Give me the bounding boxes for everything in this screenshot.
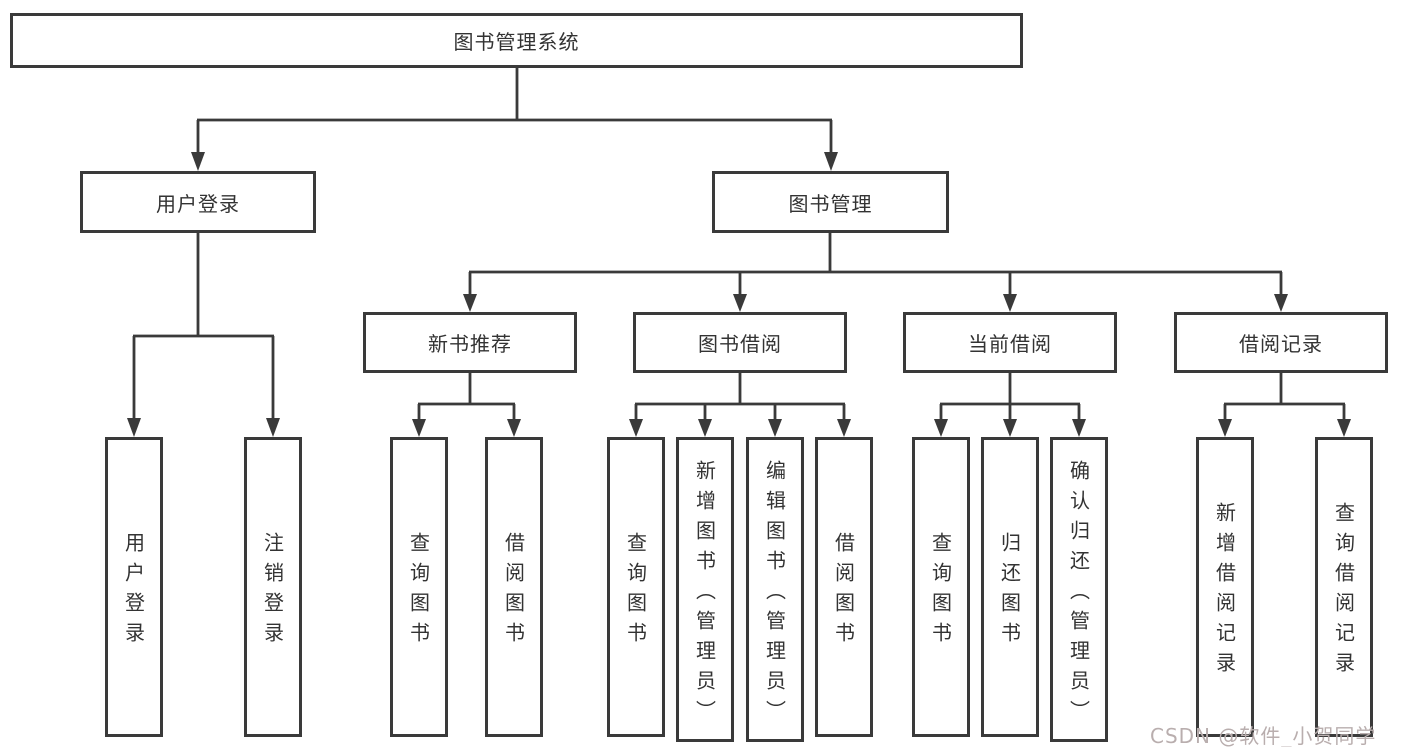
node-label: 借阅图书	[831, 532, 856, 652]
leaf-query-books-current: 查询图书	[912, 437, 970, 737]
node-label: 查询图书	[406, 532, 431, 652]
leaf-add-book-admin: 新增图书（管理员）	[676, 437, 734, 742]
watermark-text: CSDN @软件_小贺同学	[1150, 724, 1377, 747]
node-borrowing-records: 借阅记录	[1174, 312, 1388, 373]
node-label: 确认归还（管理员）	[1066, 459, 1091, 730]
node-book-management: 图书管理	[712, 171, 949, 233]
node-label: 新增借阅记录	[1212, 502, 1237, 682]
node-book-borrowing: 图书借阅	[633, 312, 847, 373]
leaf-user-login: 用户登录	[105, 437, 163, 737]
node-new-book-recommend: 新书推荐	[363, 312, 577, 373]
leaf-add-borrow-record: 新增借阅记录	[1196, 437, 1254, 737]
leaf-query-books-recommend: 查询图书	[390, 437, 448, 737]
node-label: 归还图书	[997, 532, 1022, 652]
leaf-edit-book-admin: 编辑图书（管理员）	[746, 437, 804, 742]
leaf-query-borrow-record: 查询借阅记录	[1315, 437, 1373, 737]
leaf-borrow-books-borrowing: 借阅图书	[815, 437, 873, 737]
node-library-system: 图书管理系统	[10, 13, 1023, 68]
leaf-confirm-return-admin: 确认归还（管理员）	[1050, 437, 1108, 742]
node-label: 借阅图书	[501, 532, 526, 652]
node-user-login-branch: 用户登录	[80, 171, 316, 233]
node-label: 查询借阅记录	[1331, 502, 1356, 682]
node-label: 用户登录	[121, 532, 146, 652]
node-current-borrowing: 当前借阅	[903, 312, 1117, 373]
leaf-return-book: 归还图书	[981, 437, 1039, 737]
leaf-query-books-borrowing: 查询图书	[607, 437, 665, 737]
node-label: 查询图书	[928, 532, 953, 652]
node-label: 查询图书	[623, 532, 648, 652]
leaf-borrow-books-recommend: 借阅图书	[485, 437, 543, 737]
node-label: 编辑图书（管理员）	[762, 459, 787, 730]
leaf-logout: 注销登录	[244, 437, 302, 737]
node-label: 新增图书（管理员）	[692, 459, 717, 730]
node-label: 注销登录	[260, 532, 285, 652]
